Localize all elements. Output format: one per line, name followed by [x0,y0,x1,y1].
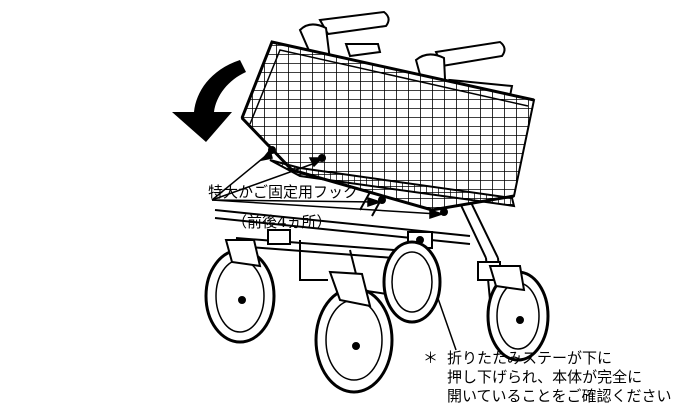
hook-sublabel: （前後4ヵ所） [232,213,332,231]
wheel-front-right [486,265,550,362]
unfold-direction-arrow [172,60,246,142]
hook-label: 特大かご固定用フック [208,183,359,201]
wheel-rear-left [204,239,276,344]
large-basket [240,40,536,212]
hook-callout-lines [211,148,445,220]
note-line-3: 開いていることをご確認ください [447,387,672,405]
note-line-2: 押し下げられ、本体が完全に [447,368,643,386]
note-mark: ＊ [423,349,439,367]
wheel-rear-right [382,240,442,324]
wheel-front-left [314,270,394,394]
note-line-1: 折りたたみステーが下に [447,349,613,367]
